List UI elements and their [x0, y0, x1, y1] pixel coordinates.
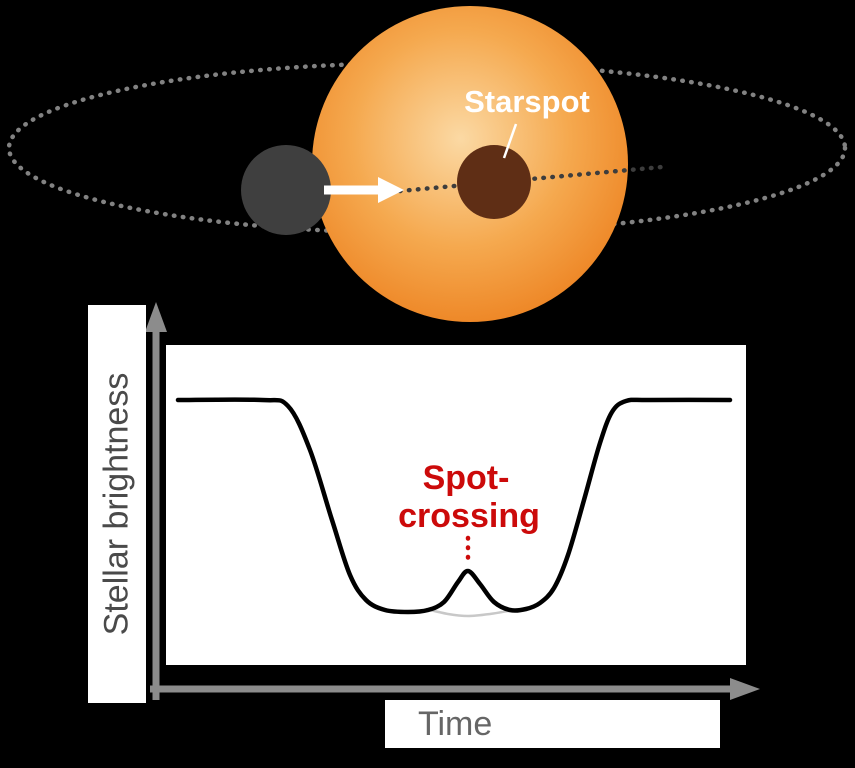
- spot-crossing-label-line1: Spot-: [423, 459, 510, 497]
- spot-crossing-label-line2: crossing: [398, 497, 540, 535]
- y-axis-label: Stellar brightness: [97, 372, 136, 636]
- starspot-label: Starspot: [464, 84, 590, 119]
- planet: [241, 145, 331, 235]
- starspot: [457, 145, 531, 219]
- x-axis-arrowhead: [730, 678, 760, 700]
- no-spot-baseline-curve: [425, 607, 515, 618]
- starspot-pointer-line: [502, 123, 518, 159]
- y-axis-label-box: Stellar brightness: [88, 305, 146, 703]
- planet-motion-arrowhead: [378, 177, 404, 203]
- x-axis-label-box: Time: [385, 700, 720, 748]
- y-axis-arrowhead: [145, 302, 167, 332]
- light-curve: [175, 397, 733, 615]
- orbit-path-behind-star: [397, 164, 665, 194]
- x-axis-label: Time: [418, 704, 493, 743]
